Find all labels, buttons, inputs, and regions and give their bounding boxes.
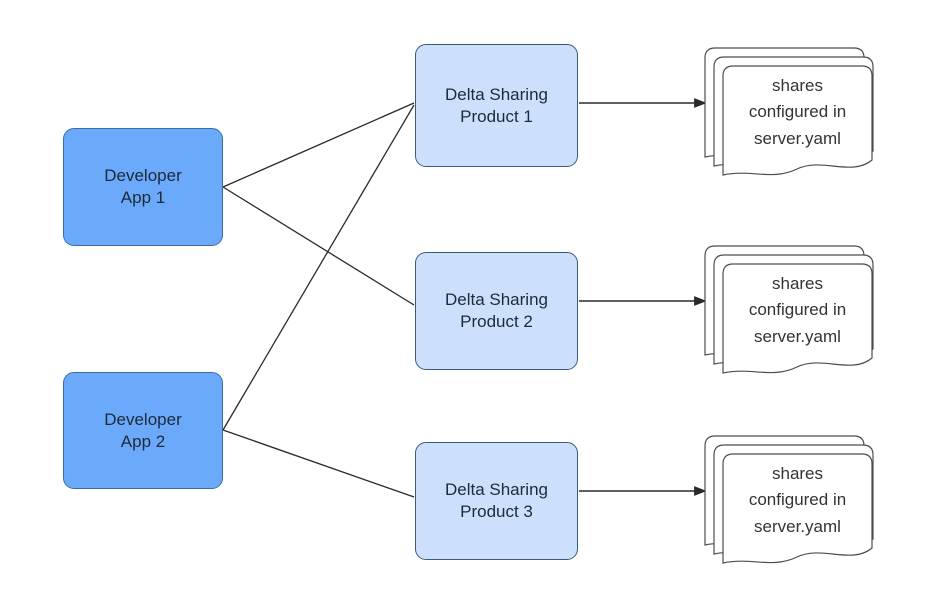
node-developer-app-1-label: Developer App 1 bbox=[104, 166, 182, 207]
doc-stack-shares-3[interactable]: shares configured in server.yaml bbox=[704, 435, 884, 567]
node-delta-sharing-product-2[interactable]: Delta Sharing Product 2 bbox=[415, 252, 578, 370]
node-delta-sharing-product-1[interactable]: Delta Sharing Product 1 bbox=[415, 44, 578, 167]
node-delta-sharing-product-2-label: Delta Sharing Product 2 bbox=[444, 290, 548, 331]
document-sheet-front bbox=[722, 453, 873, 564]
edge-app2-to-product3 bbox=[222, 429, 415, 498]
doc-stack-shares-1[interactable]: shares configured in server.yaml bbox=[704, 47, 884, 179]
doc-stack-shares-2[interactable]: shares configured in server.yaml bbox=[704, 245, 884, 377]
node-developer-app-2-label: Developer App 2 bbox=[104, 409, 182, 451]
node-delta-sharing-product-3[interactable]: Delta Sharing Product 3 bbox=[415, 442, 578, 560]
edge-app1-to-product1 bbox=[222, 102, 415, 188]
edge-app1-to-product2 bbox=[222, 186, 415, 306]
node-developer-app-1[interactable]: Developer App 1 bbox=[63, 128, 223, 246]
edge-app2-to-product1 bbox=[222, 104, 415, 431]
node-delta-sharing-product-1-label: Delta Sharing Product 1 bbox=[444, 84, 548, 126]
node-delta-sharing-product-3-label: Delta Sharing Product 3 bbox=[444, 480, 548, 521]
document-sheet-front bbox=[722, 65, 873, 176]
node-developer-app-2[interactable]: Developer App 2 bbox=[63, 372, 223, 489]
document-sheet-front bbox=[722, 263, 873, 374]
